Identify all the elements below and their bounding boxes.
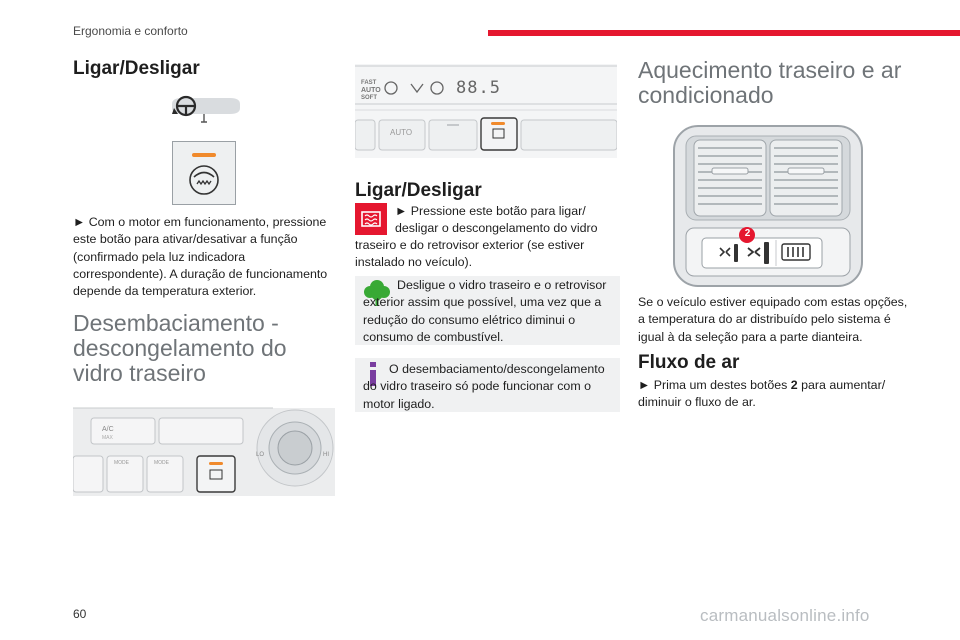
panel-label-lo: LO: [256, 452, 265, 458]
panel-label-hi: HI: [323, 452, 329, 458]
running-head: Ergonomia e conforto: [73, 24, 188, 38]
airflow-text-post: para aumentar/ diminuir o fluxo de ar.: [638, 378, 886, 410]
rear-climate-console: [673, 125, 863, 287]
airflow-text-bold: 2: [790, 378, 798, 392]
eco-tree-icon: [364, 280, 390, 306]
climate-display-panel: [355, 64, 617, 158]
eco-note-box: [355, 276, 620, 345]
display-label-auto: AUTO: [361, 87, 381, 94]
col3-airflow-paragraph: ► Prima um destes botões 2 para aumentar…: [638, 377, 908, 412]
col1-paragraph: ► Com o motor em funcionamento, pression…: [73, 215, 328, 299]
info-icon: [370, 362, 376, 386]
callout-2: 2: [744, 228, 751, 239]
rear-demist-icon: [355, 203, 387, 235]
col1-section-title: Desembaciamento - descongelamento do vid…: [73, 310, 287, 386]
panel-label-mode-1: MODE: [114, 460, 129, 466]
header-red-bar: [488, 30, 960, 36]
display-label-fast: FAST: [361, 80, 377, 86]
col2-instruction-arrow: ► Pressione este botão para ligar/: [395, 204, 586, 218]
rear-demist-control-panel: [73, 407, 335, 496]
info-note-box: [355, 358, 620, 412]
watermark: carmanualsonline.info: [700, 606, 870, 625]
steering-wheel-icon: [172, 95, 240, 123]
col3-section-title: Aquecimento traseiro e ar condicionado: [638, 57, 902, 108]
airflow-text-pre: ► Prima um destes botões: [638, 378, 791, 392]
col1-heading: Ligar/Desligar: [73, 58, 200, 79]
panel-label-ac: A/C: [102, 426, 114, 433]
col2-instruction-rest: traseiro e do retrovisor exterior (se es…: [355, 238, 585, 270]
windscreen-demist-button-icon: [172, 141, 236, 205]
eco-note-text: Desligue o vidro traseiro e o retrovisor…: [363, 278, 607, 344]
panel-label-mode-2: MODE: [154, 460, 169, 466]
info-note-text: O desembaciamento/descongelamento do vid…: [363, 362, 605, 411]
display-auto-button-label: AUTO: [390, 128, 413, 137]
col2-heading: Ligar/Desligar: [355, 180, 482, 201]
page-number: 60: [73, 607, 87, 621]
display-label-soft: SOFT: [361, 95, 377, 101]
panel-label-max: MAX: [102, 435, 113, 441]
display-digits: 88.5: [456, 78, 501, 98]
col2-instruction-line1: desligar o descongelamento do vidro: [395, 221, 598, 235]
col3-paragraph: Se o veículo estiver equipado com estas …: [638, 295, 908, 344]
col3-heading: Fluxo de ar: [638, 352, 740, 373]
